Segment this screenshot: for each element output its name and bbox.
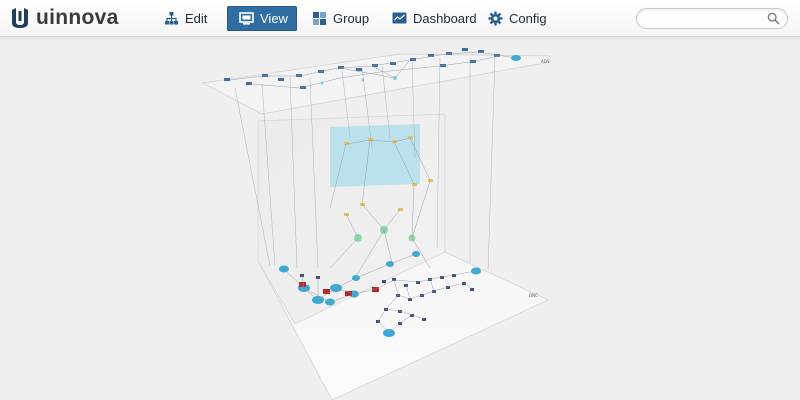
nav-group-label: Group (333, 11, 370, 26)
gear-icon (488, 11, 503, 26)
nav-edit-button[interactable]: Edit (156, 6, 215, 31)
firewall-icon[interactable] (323, 289, 330, 294)
top-layer-nodes[interactable] (224, 48, 521, 89)
topology-3d-canvas[interactable]: DNC ADS (0, 38, 800, 400)
nav-group-button[interactable]: Group (304, 6, 377, 31)
middle-layer-nodes[interactable] (329, 136, 433, 279)
cross-layer-links (234, 57, 496, 271)
search-input[interactable] (647, 9, 767, 29)
uinnova-logo-icon (10, 7, 30, 29)
nav-view-label: View (260, 11, 288, 26)
nav-edit-label: Edit (185, 11, 208, 26)
top-layer-plane[interactable]: ADS (201, 53, 551, 115)
top-toolbar: uinnova Edit View (0, 0, 800, 37)
nav-view-button[interactable]: View (227, 6, 297, 31)
nav-dashboard-button[interactable]: Dashboard (384, 6, 485, 31)
nav-config-label: Config (509, 11, 547, 26)
search-icon[interactable] (767, 12, 780, 25)
highlight-zone (330, 124, 420, 187)
firewall-icon[interactable] (345, 291, 352, 296)
nav-dashboard-label: Dashboard (413, 11, 477, 26)
firewall-icon[interactable] (372, 287, 379, 292)
org-chart-icon (164, 11, 179, 26)
group-icon (312, 11, 327, 26)
middle-layer-plane[interactable] (257, 113, 446, 325)
brand-logo[interactable]: uinnova (10, 7, 119, 29)
firewall-icon[interactable] (299, 282, 306, 287)
bottom-layer-label: DNC (529, 293, 538, 298)
top-layer-label: ADS (541, 59, 550, 64)
search-box[interactable] (636, 8, 788, 29)
nav-config-button[interactable]: Config (480, 6, 555, 31)
brand-name: uinnova (36, 6, 119, 29)
bottom-layer-nodes[interactable] (279, 251, 481, 337)
dashboard-icon (392, 11, 407, 26)
monitor-icon (239, 11, 254, 26)
